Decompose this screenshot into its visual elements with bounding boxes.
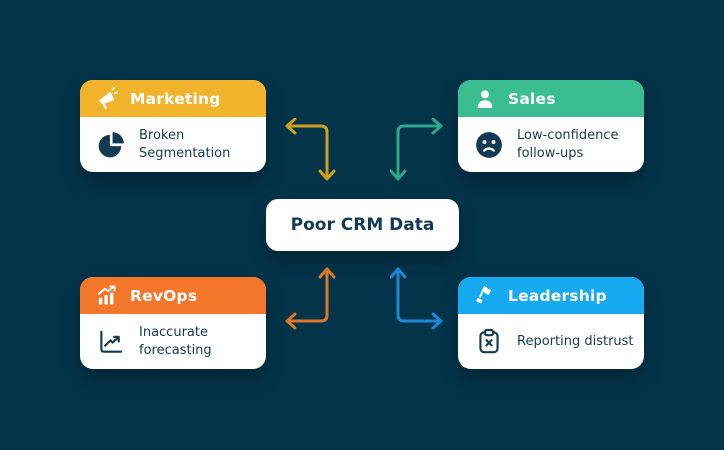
card-sales-pain: Low-confidence follow-ups: [517, 127, 619, 161]
pie-chart-icon: [98, 131, 124, 157]
marketing-elbow-arrow: [285, 118, 336, 181]
megaphone-icon: [98, 86, 118, 109]
card-leadership-header: Leadership: [458, 277, 644, 314]
card-marketing-header: Marketing: [80, 80, 266, 117]
sad-face-icon: [476, 131, 502, 158]
center-node-poor-crm-data: Poor CRM Data: [266, 199, 459, 251]
card-sales: Sales Low-confidence follow-ups: [458, 80, 644, 172]
card-sales-header: Sales: [458, 80, 644, 117]
center-node-label: Poor CRM Data: [290, 215, 435, 235]
card-leadership-pain: Reporting distrust: [517, 333, 634, 349]
card-revops-title: RevOps: [130, 286, 198, 305]
card-revops: RevOps Inaccurate forecasting: [80, 277, 266, 369]
user-icon: [477, 89, 493, 108]
revops-elbow-arrow: [285, 267, 336, 330]
card-revops-pain: Inaccurate forecasting: [139, 324, 212, 358]
card-sales-body: Low-confidence follow-ups: [458, 117, 644, 172]
card-revops-header: RevOps: [80, 277, 266, 314]
flag-icon: [476, 285, 492, 303]
card-leadership: Leadership Reporting distrust: [458, 277, 644, 369]
card-marketing-title: Marketing: [130, 89, 221, 108]
card-marketing-pain: Broken Segmentation: [139, 127, 231, 161]
line-chart-icon: [100, 330, 123, 353]
bar-chart-growth-icon: [97, 284, 116, 305]
leadership-elbow-arrow: [390, 267, 443, 330]
card-marketing: Marketing Broken Segmentation: [80, 80, 266, 172]
card-leadership-title: Leadership: [508, 286, 607, 305]
card-marketing-body: Broken Segmentation: [80, 117, 266, 172]
card-leadership-body: Reporting distrust: [458, 314, 644, 369]
sales-elbow-arrow: [390, 118, 443, 181]
card-revops-body: Inaccurate forecasting: [80, 314, 266, 369]
card-sales-title: Sales: [508, 89, 556, 108]
clipboard-x-icon: [479, 328, 499, 353]
